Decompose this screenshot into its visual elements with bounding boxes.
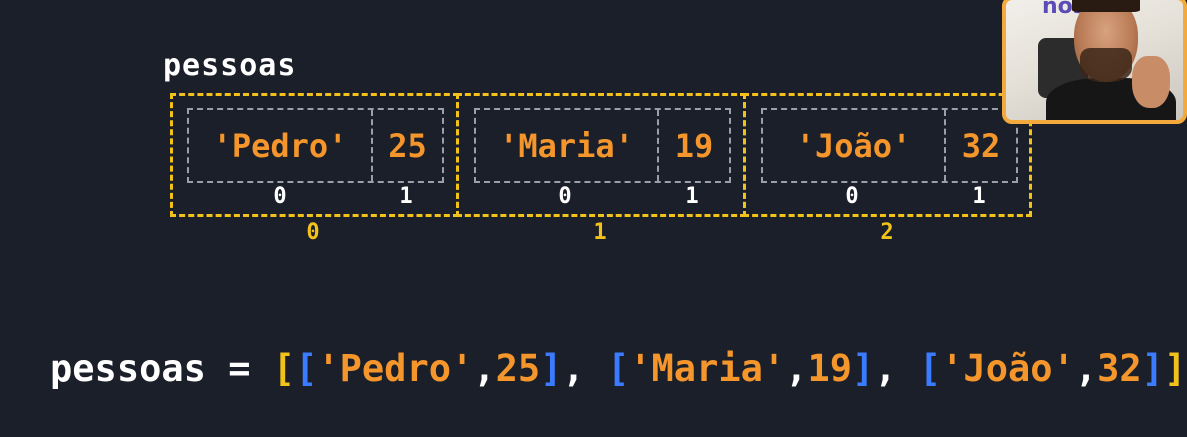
code-comma: , <box>1074 347 1098 390</box>
outer-index-label: 0 <box>306 220 320 245</box>
code-variable: pessoas <box>50 347 206 390</box>
code-equals: = <box>228 347 251 390</box>
inner-cell-name: 'Pedro' <box>212 126 348 165</box>
inner-index-label: 1 <box>685 184 699 209</box>
outer-index-label: 1 <box>593 220 607 245</box>
code-comma: , <box>473 347 496 390</box>
inner-index-label: 0 <box>558 184 572 209</box>
inner-list-box: 'Pedro' 25 <box>187 108 444 183</box>
code-line: pessoas = [['Pedro',25], ['Maria',19], [… <box>50 347 1186 390</box>
inner-cell-name: 'Maria' <box>499 126 634 165</box>
presenter-webcam: nos <box>1002 0 1187 124</box>
inner-cell-name: 'João' <box>795 126 912 165</box>
code-outer-open-bracket: [ <box>272 347 296 390</box>
inner-index-label: 1 <box>972 184 986 209</box>
code-outer-close-bracket: ] <box>1163 347 1187 390</box>
presenter-hair <box>1072 0 1140 12</box>
outer-list-cell: 'João' 32 0 1 <box>743 93 1032 217</box>
code-string: 'Maria' <box>629 347 786 390</box>
code-number: 32 <box>1097 347 1142 390</box>
code-inner-open-bracket: [ <box>295 347 318 390</box>
code-comma: , <box>562 347 585 390</box>
outer-index-label: 2 <box>880 220 894 245</box>
presenter-hand <box>1132 56 1170 108</box>
code-string: 'Pedro' <box>317 347 474 390</box>
list-variable-label: pessoas <box>163 48 297 83</box>
code-comma: , <box>785 347 808 390</box>
presenter-beard <box>1080 48 1132 82</box>
outer-list-cell: 'Pedro' 25 0 1 <box>170 93 459 217</box>
code-inner-close-bracket: ] <box>852 347 875 390</box>
inner-list-box: 'Maria' 19 <box>474 108 731 183</box>
inner-index-label: 0 <box>273 184 287 209</box>
inner-list-box: 'João' 32 <box>761 108 1018 183</box>
inner-index-label: 1 <box>399 184 413 209</box>
inner-cell-value: 25 <box>371 110 442 181</box>
code-number: 25 <box>495 347 541 390</box>
code-comma: , <box>874 347 897 390</box>
code-inner-open-bracket: [ <box>918 347 942 390</box>
outer-list-cell: 'Maria' 19 0 1 <box>456 93 746 217</box>
inner-cell-value: 32 <box>944 110 1016 181</box>
code-inner-close-bracket: ] <box>1141 347 1164 390</box>
inner-cell-value: 19 <box>657 110 729 181</box>
inner-index-label: 0 <box>845 184 859 209</box>
code-inner-open-bracket: [ <box>606 347 630 390</box>
code-number: 19 <box>807 347 853 390</box>
code-inner-close-bracket: ] <box>540 347 563 390</box>
code-string: 'João' <box>941 347 1075 390</box>
